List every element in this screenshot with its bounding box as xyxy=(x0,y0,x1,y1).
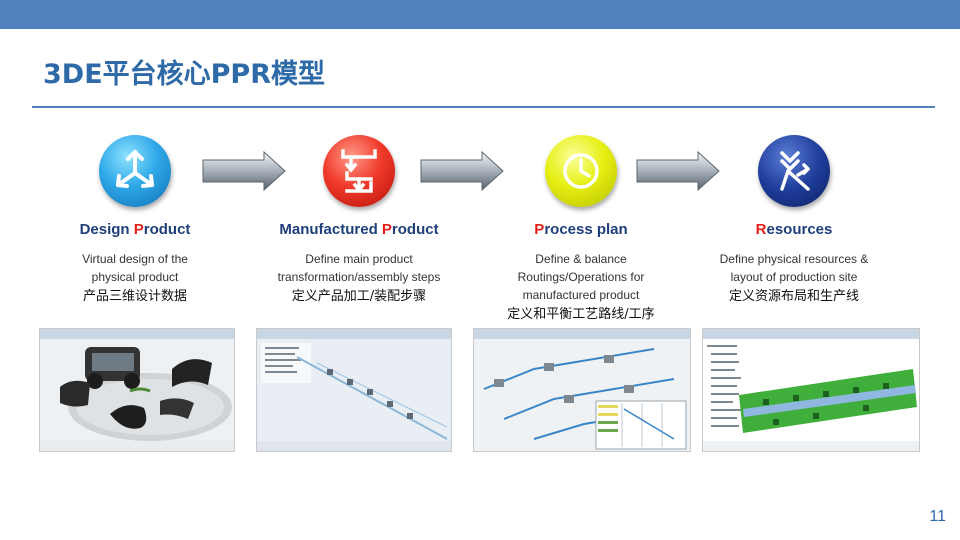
column-resources: Resources Define physical resources & la… xyxy=(689,128,899,306)
column-description: Define & balance Routings/Operations for… xyxy=(476,250,686,324)
column-description: Define main product transformation/assem… xyxy=(254,250,464,306)
slide-title: 3DE平台核心PPR模型 xyxy=(43,59,326,90)
chinese-description: 定义和平衡工艺路线/工序 xyxy=(507,307,655,322)
process-plan-icon xyxy=(545,135,617,207)
design-product-icon xyxy=(99,135,171,207)
top-banner xyxy=(0,0,960,29)
flow-arrow-2-icon xyxy=(420,151,504,191)
process-plan-screenshot xyxy=(473,328,691,452)
flow-arrow-3-icon xyxy=(636,151,720,191)
chinese-description: 定义资源布局和生产线 xyxy=(728,289,859,304)
manufactured-product-screenshot xyxy=(256,328,452,452)
design-product-screenshot xyxy=(39,328,235,452)
page-number: 11 xyxy=(929,508,946,525)
manufactured-product-icon xyxy=(323,135,395,207)
flow-arrow-1-icon xyxy=(202,151,286,191)
column-manufactured-product: Manufactured Product Define main product… xyxy=(254,128,464,306)
title-divider xyxy=(32,106,935,108)
column-heading: Manufactured Product xyxy=(279,221,439,238)
column-heading: Design Product xyxy=(79,221,191,238)
chinese-description: 定义产品加工/装配步骤 xyxy=(291,289,427,304)
resources-icon xyxy=(758,135,830,207)
column-heading: Process plan xyxy=(534,221,628,238)
column-heading: Resources xyxy=(755,221,833,238)
resources-screenshot xyxy=(702,328,920,452)
column-description: Virtual design of the physical product 产… xyxy=(30,250,240,306)
column-process-plan: Process plan Define & balance Routings/O… xyxy=(476,128,686,324)
column-design-product: Design Product Virtual design of the phy… xyxy=(30,128,240,306)
column-description: Define physical resources & layout of pr… xyxy=(689,250,899,306)
chinese-description: 产品三维设计数据 xyxy=(82,289,187,304)
